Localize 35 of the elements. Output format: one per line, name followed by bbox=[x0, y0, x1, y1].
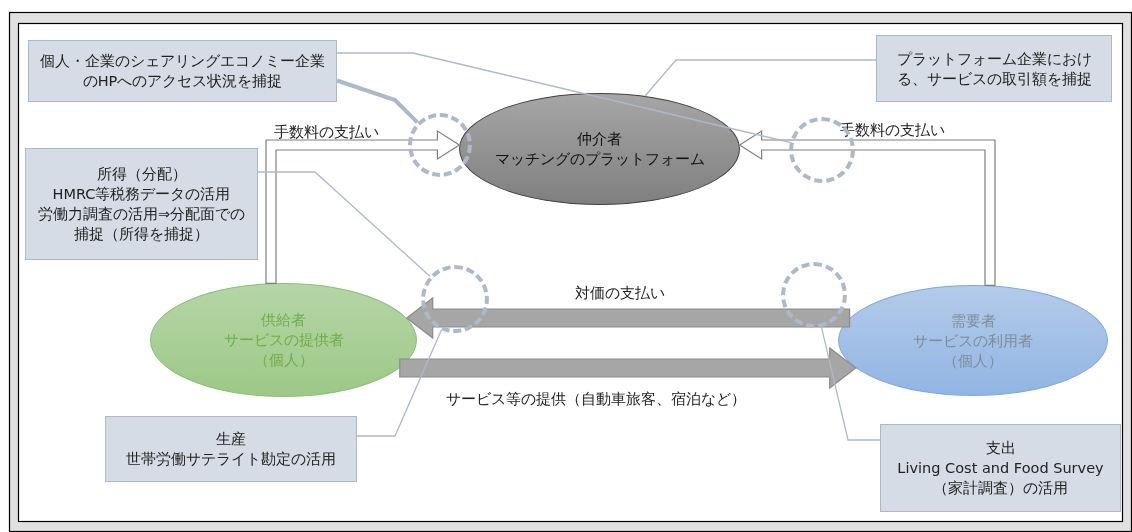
ellipse-label: 供給者 bbox=[261, 311, 306, 330]
edge-label: 手数料の支払い bbox=[274, 123, 379, 142]
ellipse-label: 仲介者 bbox=[577, 130, 622, 149]
ellipse-label: （個人） bbox=[943, 351, 1003, 371]
edge-label: 対価の支払い bbox=[575, 284, 665, 303]
callout-text: Living Cost and Food Survey（家計調査）の活用 bbox=[896, 459, 1105, 498]
hollow-arrow bbox=[265, 129, 461, 284]
edge-label: サービス等の提供（自動車旅客、宿泊など） bbox=[446, 390, 746, 409]
callout-text: 支出 bbox=[985, 439, 1016, 458]
callout-text: HMRC等税務データの活用 bbox=[52, 185, 231, 204]
callout-text: プラットフォーム企業における、サービスの取引額を捕捉 bbox=[895, 49, 1093, 89]
leader-line bbox=[336, 52, 791, 144]
callout-box bbox=[28, 40, 337, 102]
callout-text: 労働力調査の活用⇒分配面での捕捉（所得を捕捉） bbox=[36, 205, 247, 244]
ellipse-label: （個人） bbox=[253, 351, 314, 370]
ellipse-label: サービスの提供者 bbox=[223, 331, 344, 350]
callout-text: 生産 bbox=[216, 430, 246, 449]
block-arrow bbox=[405, 296, 851, 340]
callout-text: 所得（分配） bbox=[96, 165, 187, 184]
ellipse-label: サービスの利用者 bbox=[913, 331, 1033, 351]
callout-box bbox=[880, 424, 1121, 512]
leader-line bbox=[257, 171, 431, 277]
callout-text: 個人・企業のシェアリングエコノミー企業のHPへのアクセス状況を捕捉 bbox=[39, 52, 326, 91]
hollow-arrow bbox=[738, 129, 996, 286]
ellipse-label: マッチングのプラットフォーム bbox=[494, 150, 705, 169]
leader-line bbox=[644, 59, 877, 97]
leader-line bbox=[336, 78, 419, 124]
leader-line bbox=[356, 329, 443, 437]
ellipse-label: 需要者 bbox=[950, 311, 996, 331]
leader-line bbox=[820, 326, 881, 441]
callout-text: 世帯労働サテライト勘定の活用 bbox=[126, 450, 336, 469]
callout-box bbox=[25, 148, 258, 260]
callout-box bbox=[876, 35, 1112, 102]
callout-box bbox=[105, 416, 357, 482]
block-arrow bbox=[399, 346, 857, 390]
